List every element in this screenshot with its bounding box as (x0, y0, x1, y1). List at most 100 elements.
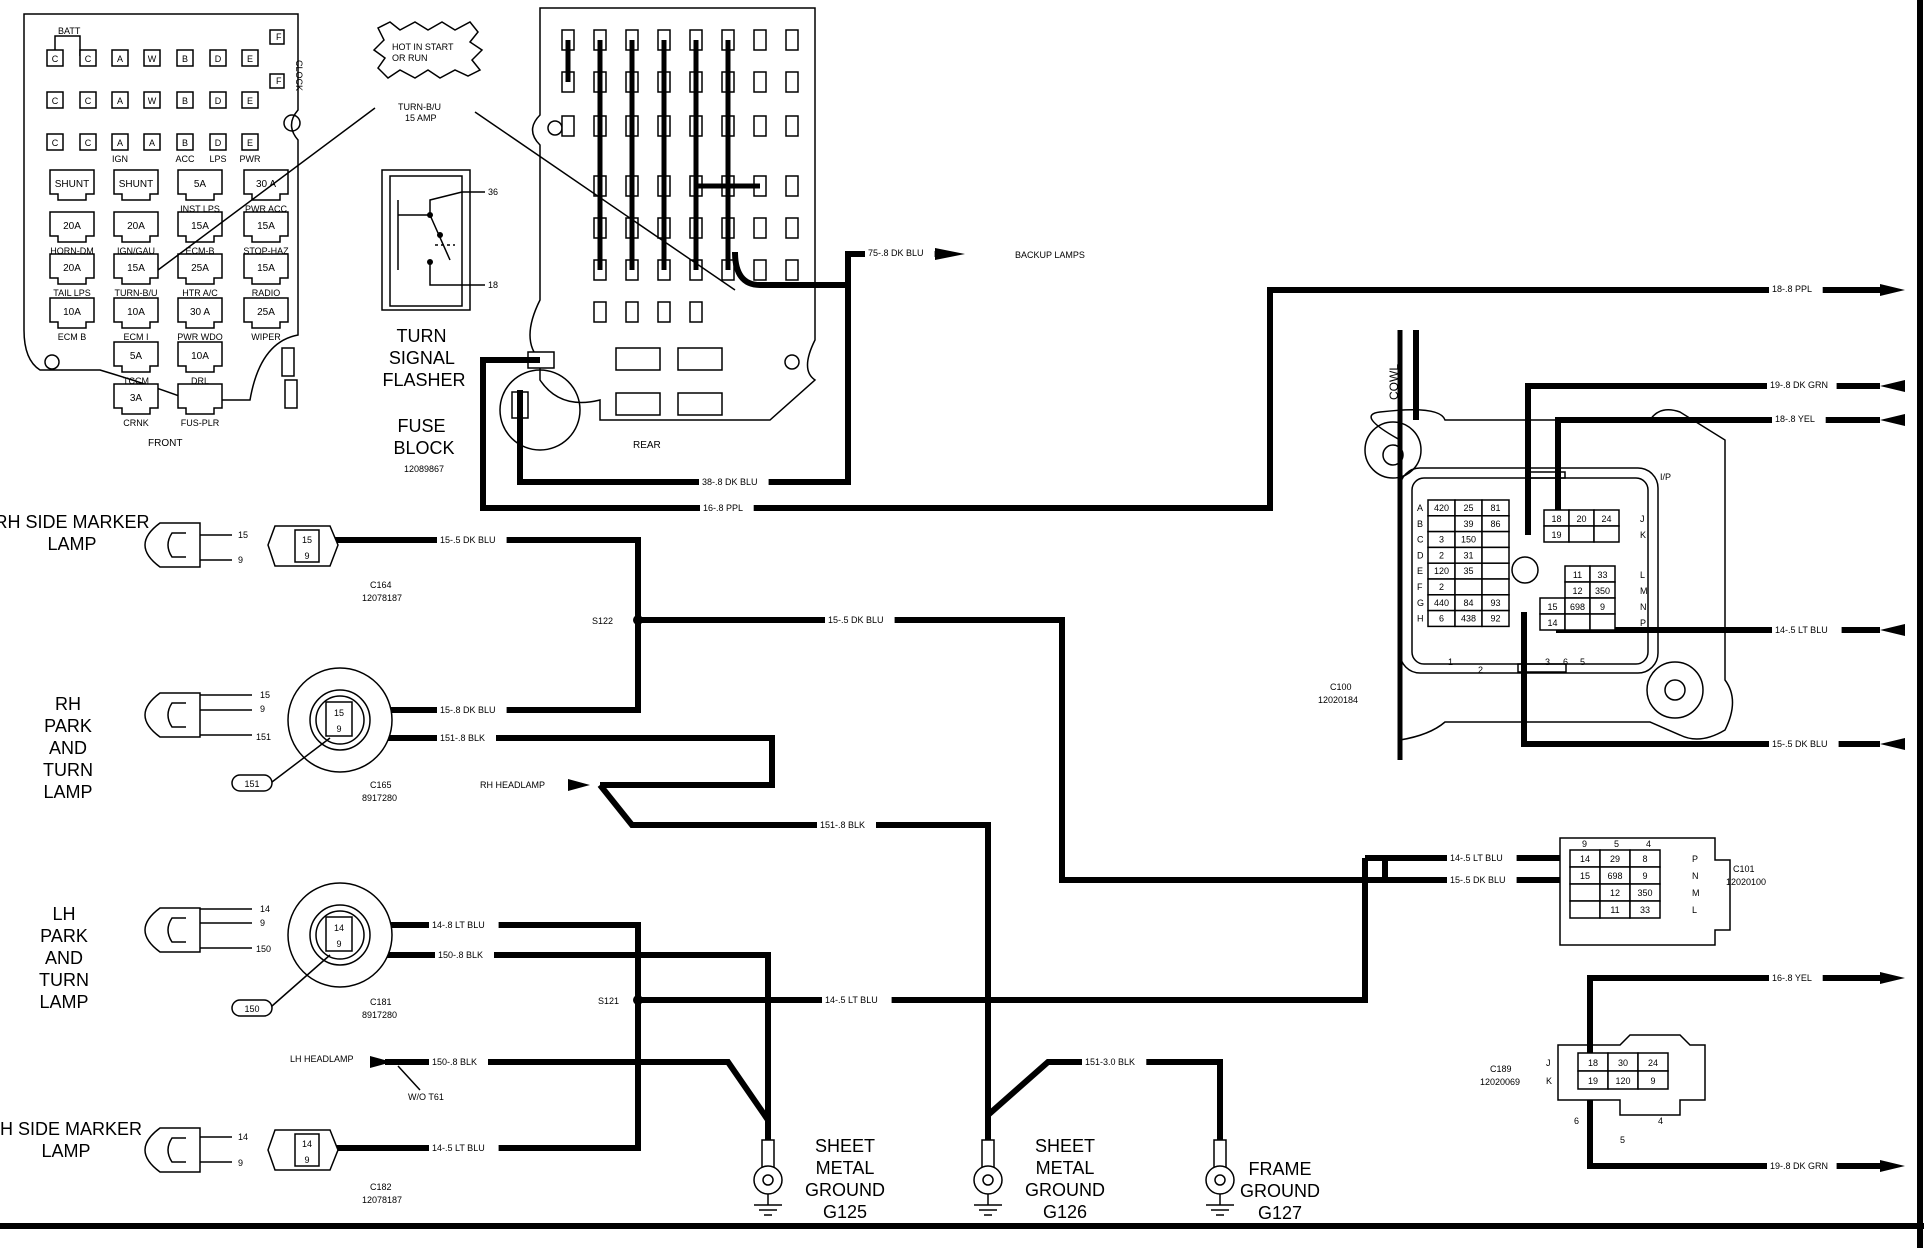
wire-label-w14lt_lhside: 14-.5 LT BLU (432, 1143, 485, 1153)
fuse-rating: 15A (127, 263, 145, 274)
wire-label-w38: 38-.8 DK BLU (702, 477, 758, 487)
wire-label-bg (1772, 413, 1826, 425)
rh-park-turn-lamp-body (144, 692, 201, 738)
wire-label-w16yel: 16-.8 YEL (1772, 973, 1812, 983)
terminal-row2-6 (241, 91, 259, 109)
svg-text:9: 9 (238, 1158, 243, 1168)
svg-text:440: 440 (1434, 598, 1449, 608)
wire-label-w19dkgrn: 19-.8 DK GRN (1770, 1161, 1828, 1171)
terminal-row1-5 (209, 49, 227, 67)
svg-text:P: P (1640, 618, 1646, 628)
terminal-row3-1 (79, 133, 97, 151)
terminal-label: E (247, 138, 253, 148)
svg-text:81: 81 (1490, 503, 1500, 513)
cowl-label: COWL (1387, 364, 1401, 400)
g127-lug (1213, 1139, 1227, 1169)
terminal-label: W (148, 54, 157, 64)
fuse-f12 (243, 253, 289, 285)
row3-caption: IGN (112, 154, 128, 164)
svg-text:84: 84 (1463, 598, 1473, 608)
wires (320, 248, 1905, 1172)
tag-151 (231, 774, 273, 792)
svg-text:350: 350 (1637, 888, 1652, 898)
wire-label-bg (1767, 1160, 1837, 1172)
terminal-label: A (117, 138, 123, 148)
terminal-row2-2 (111, 91, 129, 109)
c165-label: C165 (370, 780, 392, 790)
svg-text:14: 14 (1580, 854, 1590, 864)
flasher-pin-36: 36 (488, 187, 498, 197)
svg-text:9: 9 (336, 939, 341, 949)
terminal-label: A (117, 96, 123, 106)
fuse-f14 (113, 297, 159, 329)
svg-text:8: 8 (1642, 854, 1647, 864)
c100-row-F: F (1417, 582, 1423, 592)
c100-conn-label: C100 (1330, 682, 1352, 692)
wire-150-blk-lh-headlamp (385, 1059, 771, 1122)
lh-headlamp-label: LH HEADLAMP (290, 1054, 354, 1064)
wire-15-dk-blu-s122 (638, 617, 1560, 883)
svg-text:11: 11 (1610, 905, 1619, 915)
rear-slot (753, 259, 767, 281)
terminal-row1-2 (111, 49, 129, 67)
svg-text:9: 9 (260, 918, 265, 928)
wo-t61-label: W/O T61 (408, 1092, 444, 1102)
c100-right-cell-2 (1564, 613, 1591, 631)
rear-slot (785, 115, 799, 137)
svg-text:14: 14 (260, 904, 270, 914)
rh-side-pin-bot: 9 (238, 555, 243, 565)
g125-ring (753, 1165, 783, 1195)
c100-cell (1481, 546, 1510, 564)
c100-cell (1481, 562, 1510, 580)
turn-bu-callout: TURN-B/U 15 AMP (398, 102, 444, 123)
svg-text:92: 92 (1490, 614, 1500, 624)
wire-151-3-blk (986, 1059, 1223, 1140)
fuse-caption: ECM I (123, 332, 148, 342)
c100-row-G: G (1417, 598, 1424, 608)
c101-cell (1569, 883, 1601, 902)
terminal-row2-3 (143, 91, 161, 109)
terminal-row1-1 (79, 49, 97, 67)
wire-label-bg (1447, 874, 1517, 886)
fuse-caption: HTR A/C (182, 288, 218, 298)
fuse-rating: 10A (127, 307, 145, 318)
fuse-caption: PWR ACC (245, 204, 288, 214)
terminal-label: C (52, 96, 59, 106)
front-caption: FRONT (148, 438, 182, 449)
fuse-f11 (177, 253, 223, 285)
hot-in-start-callout: HOT IN START OR RUN TURN-B/U 15 AMP (157, 21, 736, 291)
rear-slot (785, 259, 799, 281)
wire-label-w15dk_right: 15-.5 DK BLU (1772, 739, 1828, 749)
svg-text:6: 6 (1439, 614, 1444, 624)
fuse-caption: ECM-B (186, 246, 215, 256)
svg-text:N: N (1640, 602, 1647, 612)
fuse-caption: STOP-HAZ (243, 246, 289, 256)
svg-text:9: 9 (260, 704, 265, 714)
g126-ring (973, 1165, 1003, 1195)
svg-text:698: 698 (1607, 871, 1622, 881)
wire-label-bg (429, 1142, 499, 1154)
terminal-label: A (149, 138, 155, 148)
terminal-row3-4 (176, 133, 194, 151)
svg-text:19: 19 (1588, 1076, 1598, 1086)
wire-16-ppl (480, 287, 1880, 511)
svg-text:24: 24 (1648, 1058, 1658, 1068)
svg-text:K: K (1640, 530, 1646, 540)
fuse-caption: TCCM (123, 376, 149, 386)
svg-text:14: 14 (238, 1132, 248, 1142)
fuse-block-rear: REAR (499, 7, 817, 451)
rear-slot (657, 301, 671, 323)
svg-text:9: 9 (1582, 839, 1587, 849)
svg-text:15: 15 (1580, 871, 1590, 881)
wire-75-dk-blu (732, 251, 935, 288)
fuse-f4 (243, 169, 289, 201)
fuse-f6 (113, 211, 159, 243)
svg-text:5: 5 (1620, 1135, 1625, 1145)
rear-slot (561, 115, 575, 137)
wire-label-bg (1769, 738, 1839, 750)
tag-150 (231, 999, 273, 1017)
fuse-rating: SHUNT (119, 179, 153, 190)
